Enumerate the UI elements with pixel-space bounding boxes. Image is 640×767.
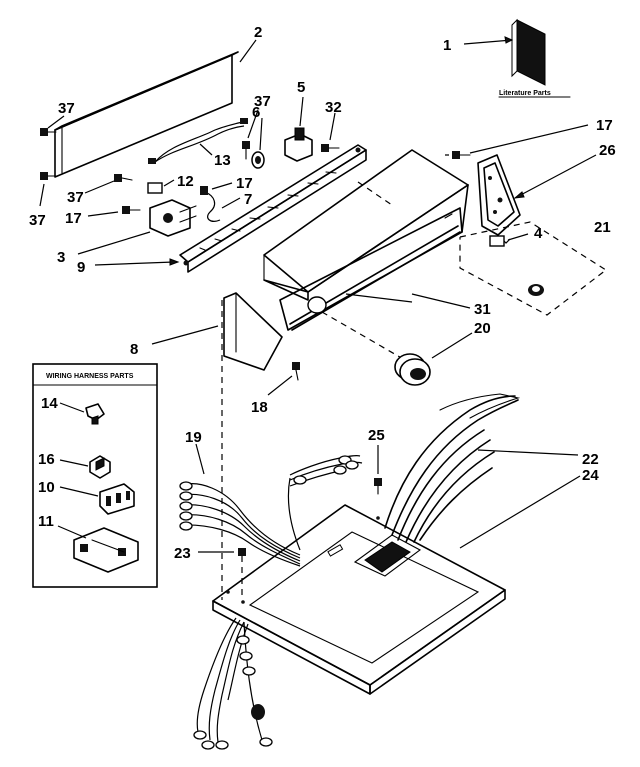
label-17-center: 17: [236, 175, 253, 192]
knob-20: [394, 332, 473, 386]
label-4: 4: [534, 225, 543, 242]
label-16: 16: [38, 451, 55, 468]
label-10: 10: [38, 479, 55, 496]
top-panel-24: [212, 475, 581, 695]
label-6: 6: [252, 104, 260, 121]
label-5: 5: [297, 79, 305, 96]
label-1: 1: [443, 37, 451, 54]
label-31: 31: [474, 301, 491, 318]
label-37-b: 37: [254, 93, 271, 110]
label-21: 21: [594, 219, 611, 236]
part-6-grommet: [251, 117, 265, 169]
label-32: 32: [325, 99, 342, 116]
part-3-switch: [77, 199, 197, 255]
label-9: 9: [77, 259, 85, 276]
label-37-a: 37: [58, 100, 75, 117]
screw-25: [374, 445, 382, 495]
end-cap-26: [477, 154, 597, 236]
wire-13: [148, 118, 248, 164]
wiring-harness-caption: WIRING HARNESS PARTS: [46, 373, 134, 380]
label-17-left: 17: [65, 210, 82, 227]
label-24: 24: [582, 467, 599, 484]
harness-22: [384, 393, 579, 543]
label-11: 11: [38, 513, 54, 530]
callout-labels: 1 2 3 4 5 6 7 8 9 10 11 12 13 14 16 17 1…: [29, 24, 616, 562]
part-5-switch: [284, 96, 313, 162]
literature-booklet: Literature Parts: [463, 18, 571, 98]
label-14: 14: [41, 395, 58, 412]
part-4-spring: [489, 233, 544, 296]
screw-23: [198, 548, 246, 556]
assembly-lines: [221, 154, 608, 600]
label-37-c: 37: [67, 189, 84, 206]
label-7: 7: [244, 191, 252, 208]
harness-19: [179, 443, 363, 567]
label-23: 23: [174, 545, 191, 562]
rear-panel: [54, 39, 257, 178]
part-12-terminal: [147, 179, 175, 194]
label-13: 13: [214, 152, 231, 169]
side-cap-8: [151, 292, 283, 371]
bottom-harness: [193, 617, 273, 750]
label-12: 12: [177, 173, 194, 190]
wiring-harness-box: WIRING HARNESS PARTS: [32, 363, 158, 588]
label-22: 22: [582, 451, 599, 468]
label-37-d: 37: [29, 212, 46, 229]
label-25: 25: [368, 427, 385, 444]
label-2: 2: [254, 24, 262, 41]
screw-17-left: [87, 182, 233, 217]
label-18: 18: [251, 399, 268, 416]
screw-group-37: [39, 109, 259, 207]
label-17-right: 17: [596, 117, 613, 134]
console-housing: [263, 149, 471, 331]
screw-17-right: [452, 124, 589, 159]
label-26: 26: [599, 142, 616, 159]
label-19: 19: [185, 429, 202, 446]
screw-18: [267, 362, 300, 396]
label-3: 3: [57, 249, 65, 266]
control-bracket-9: [94, 144, 367, 273]
label-20: 20: [474, 320, 491, 337]
literature-parts-caption: Literature Parts: [499, 90, 551, 97]
label-8: 8: [130, 341, 138, 358]
screw-32: [321, 112, 340, 152]
